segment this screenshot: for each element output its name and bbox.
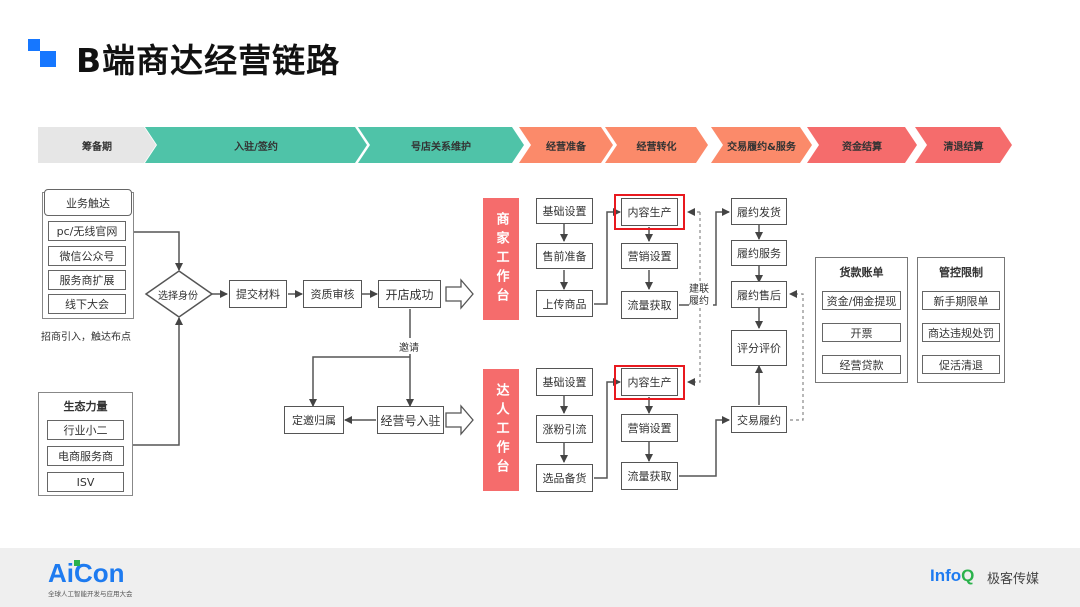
stage-chevron: 号店关系维护 <box>358 127 524 163</box>
stage-chevron: 资金结算 <box>807 127 917 163</box>
logo-square-icon <box>40 51 56 67</box>
aicon-logo: AiCon <box>48 558 125 588</box>
fulfillment-service: 履约服务 <box>731 240 787 266</box>
line-invite-left <box>309 356 410 407</box>
talent-product-selection: 选品备货 <box>536 464 593 492</box>
control-item: 促活清退 <box>922 355 1000 374</box>
settlement-item: 资金/佣金提现 <box>822 291 901 310</box>
control-title: 管控限制 <box>939 266 983 279</box>
stage-chevron: 筹备期 <box>38 127 156 163</box>
merchant-upload-products: 上传商品 <box>536 290 593 317</box>
stage-label: 交易履约&服务 <box>727 141 796 153</box>
talent-traffic-acquisition: 流量获取 <box>621 462 678 490</box>
settlement-title: 货款账单 <box>839 266 884 279</box>
stage-label: 资金结算 <box>842 141 882 153</box>
ecosystem-title: 生态力量 <box>63 400 108 413</box>
infoq-logo: InfoQ <box>930 566 974 586</box>
invite-label: 邀请 <box>399 339 419 354</box>
aicon-logo-dot-icon <box>74 560 80 566</box>
settlement-item: 开票 <box>822 323 901 342</box>
control-item: 新手期限单 <box>922 291 1000 310</box>
stage-chevron: 清退结算 <box>915 127 1012 163</box>
stage-chevron: 入驻/签约 <box>145 127 367 163</box>
stage-chevron: 经营转化 <box>605 127 708 163</box>
hollow-arrow-icon <box>445 278 474 310</box>
reach-item: 微信公众号 <box>48 246 126 266</box>
control-item: 商达违规处罚 <box>922 323 1000 342</box>
talent-fan-growth: 涨粉引流 <box>536 415 593 443</box>
merchant-basic-settings: 基础设置 <box>536 198 593 224</box>
talent-marketing-settings: 营销设置 <box>621 414 678 442</box>
talent-content-production: 内容生产 <box>621 368 678 396</box>
page-title: B端商达经营链路 <box>76 41 341 80</box>
merchant-marketing-settings: 营销设置 <box>621 243 678 269</box>
merchant-content-production: 内容生产 <box>621 198 678 226</box>
highlight-frame <box>614 194 685 230</box>
stage-label: 入驻/签约 <box>234 141 278 153</box>
stage-label: 筹备期 <box>82 141 112 153</box>
decision-diamond <box>144 270 214 318</box>
stage-label: 经营转化 <box>636 141 677 153</box>
business-reach-title: 业务触达 <box>44 189 132 216</box>
reach-item: pc/无线官网 <box>48 221 126 241</box>
dashed-link-merchant <box>687 212 701 386</box>
reach-item: 线下大会 <box>48 294 126 314</box>
merchant-workbench-label: 商家工作台 <box>483 198 519 320</box>
reach-caption: 招商引入，触达布点 <box>41 332 131 343</box>
invite-attribution-box: 定邀归属 <box>284 406 344 434</box>
ecosystem-item: 行业小二 <box>47 420 124 440</box>
trade-fulfillment-box: 交易履约 <box>731 406 787 433</box>
dashed-trade-aftersales <box>789 290 804 421</box>
infoq-logo-q: Q <box>961 566 975 585</box>
infoq-logo-text: Info <box>930 566 962 585</box>
logo-square-icon <box>28 39 40 51</box>
talent-basic-settings: 基础设置 <box>536 368 593 396</box>
aicon-subtitle: 全球人工智能开发与应用大会 <box>48 590 133 598</box>
stage-label: 号店关系维护 <box>411 141 471 153</box>
link-fulfillment-label: 建联履约 <box>689 284 713 308</box>
reach-item: 服务商扩展 <box>48 270 126 290</box>
submit-materials-box: 提交材料 <box>229 280 287 308</box>
line-reach-to-decision <box>134 231 183 271</box>
qualification-review-box: 资质审核 <box>303 280 362 308</box>
connector-lines <box>133 208 804 479</box>
hollow-arrow-icon <box>445 404 474 436</box>
settlement-item: 经营贷款 <box>822 355 901 374</box>
ecosystem-item: ISV <box>47 472 124 492</box>
decision-label: 选择身份 <box>158 291 198 302</box>
stage-chevron: 交易履约&服务 <box>711 127 812 163</box>
fulfillment-shipping: 履约发货 <box>731 198 787 225</box>
account-join-box: 经营号入驻 <box>377 406 444 434</box>
stage-label: 经营准备 <box>546 141 586 153</box>
line-eco-to-decision <box>133 317 183 446</box>
footer: AiCon 全球人工智能开发与应用大会 InfoQ 极客传媒 <box>0 548 1080 607</box>
fulfillment-aftersales: 履约售后 <box>731 281 787 308</box>
talent-workbench-label: 达人工作台 <box>483 369 519 491</box>
highlight-frame <box>614 365 685 400</box>
ecosystem-item: 电商服务商 <box>47 446 124 466</box>
stage-label: 清退结算 <box>943 141 984 153</box>
stage-chevron: 经营准备 <box>519 127 613 163</box>
merchant-traffic-acquisition: 流量获取 <box>621 291 678 319</box>
rating-review-box: 评分评价 <box>731 330 787 366</box>
store-opened-box: 开店成功 <box>378 280 441 308</box>
geek-media-label: 极客传媒 <box>987 572 1040 587</box>
merchant-presale-prep: 售前准备 <box>536 243 593 269</box>
